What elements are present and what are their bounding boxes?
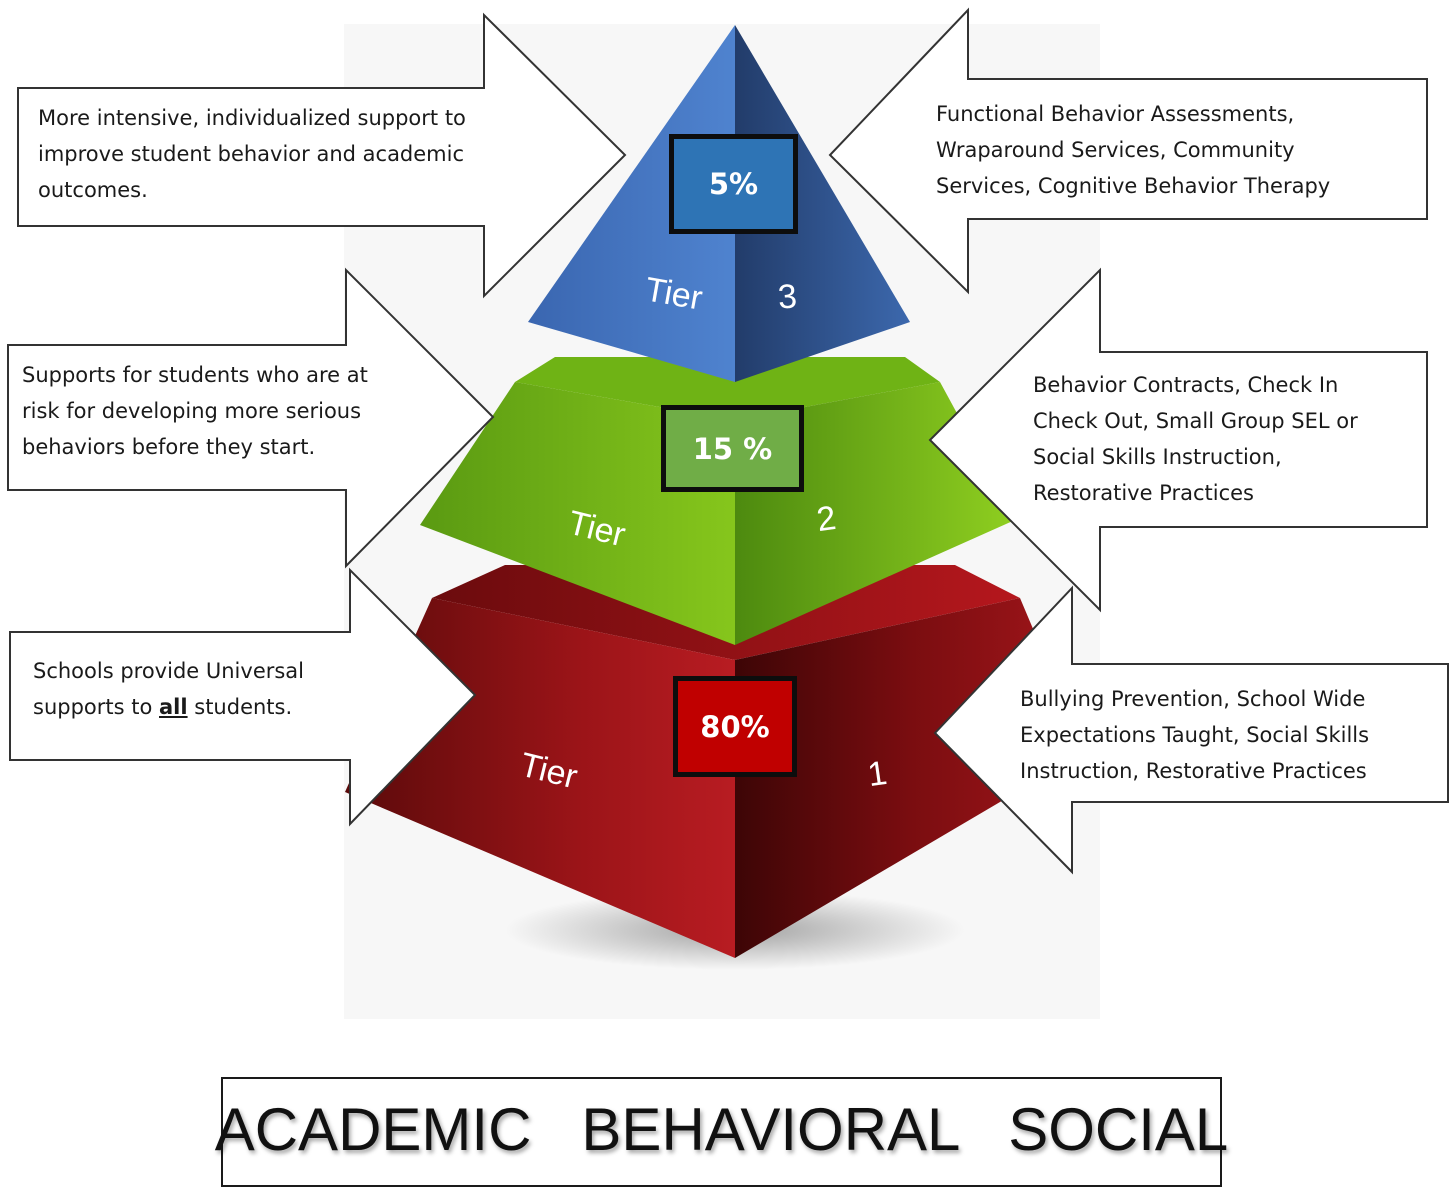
footer-box: ACADEMIC BEHAVIORAL SOCIAL	[215, 1077, 1228, 1187]
footer-label: ACADEMIC BEHAVIORAL SOCIAL	[214, 1096, 1229, 1163]
callout-arrow-tier3-left	[17, 12, 627, 299]
tier-2-description: Supports for students who are at risk fo…	[22, 363, 368, 459]
tier-2-interventions: Behavior Contracts, Check In Check Out, …	[1033, 373, 1358, 505]
callout-arrow-tier2-left	[7, 267, 495, 569]
tier-1-description: Schools provide Universal supports to al…	[33, 659, 305, 719]
callout-arrow-tier1-right	[933, 585, 1449, 875]
callout-arrow-tier2-right	[928, 267, 1428, 613]
callout-arrow-tier1-left	[9, 567, 477, 827]
tier-3-block	[528, 25, 910, 382]
tier-2-percent-badge: 15 %	[661, 405, 804, 492]
tier-3-description: More intensive, individualized support t…	[38, 106, 466, 202]
emphasis-all: all	[159, 695, 188, 719]
tier-1-interventions: Bullying Prevention, School Wide Expecta…	[1020, 687, 1370, 783]
tier-3-interventions: Functional Behavior Assessments, Wraparo…	[936, 102, 1331, 198]
callout-arrow-tier3-right	[828, 7, 1428, 295]
tier-1-percent-badge: 80%	[673, 676, 797, 777]
tier-3-number: 3	[776, 277, 799, 317]
tier-3-percent-badge: 5%	[669, 134, 798, 234]
